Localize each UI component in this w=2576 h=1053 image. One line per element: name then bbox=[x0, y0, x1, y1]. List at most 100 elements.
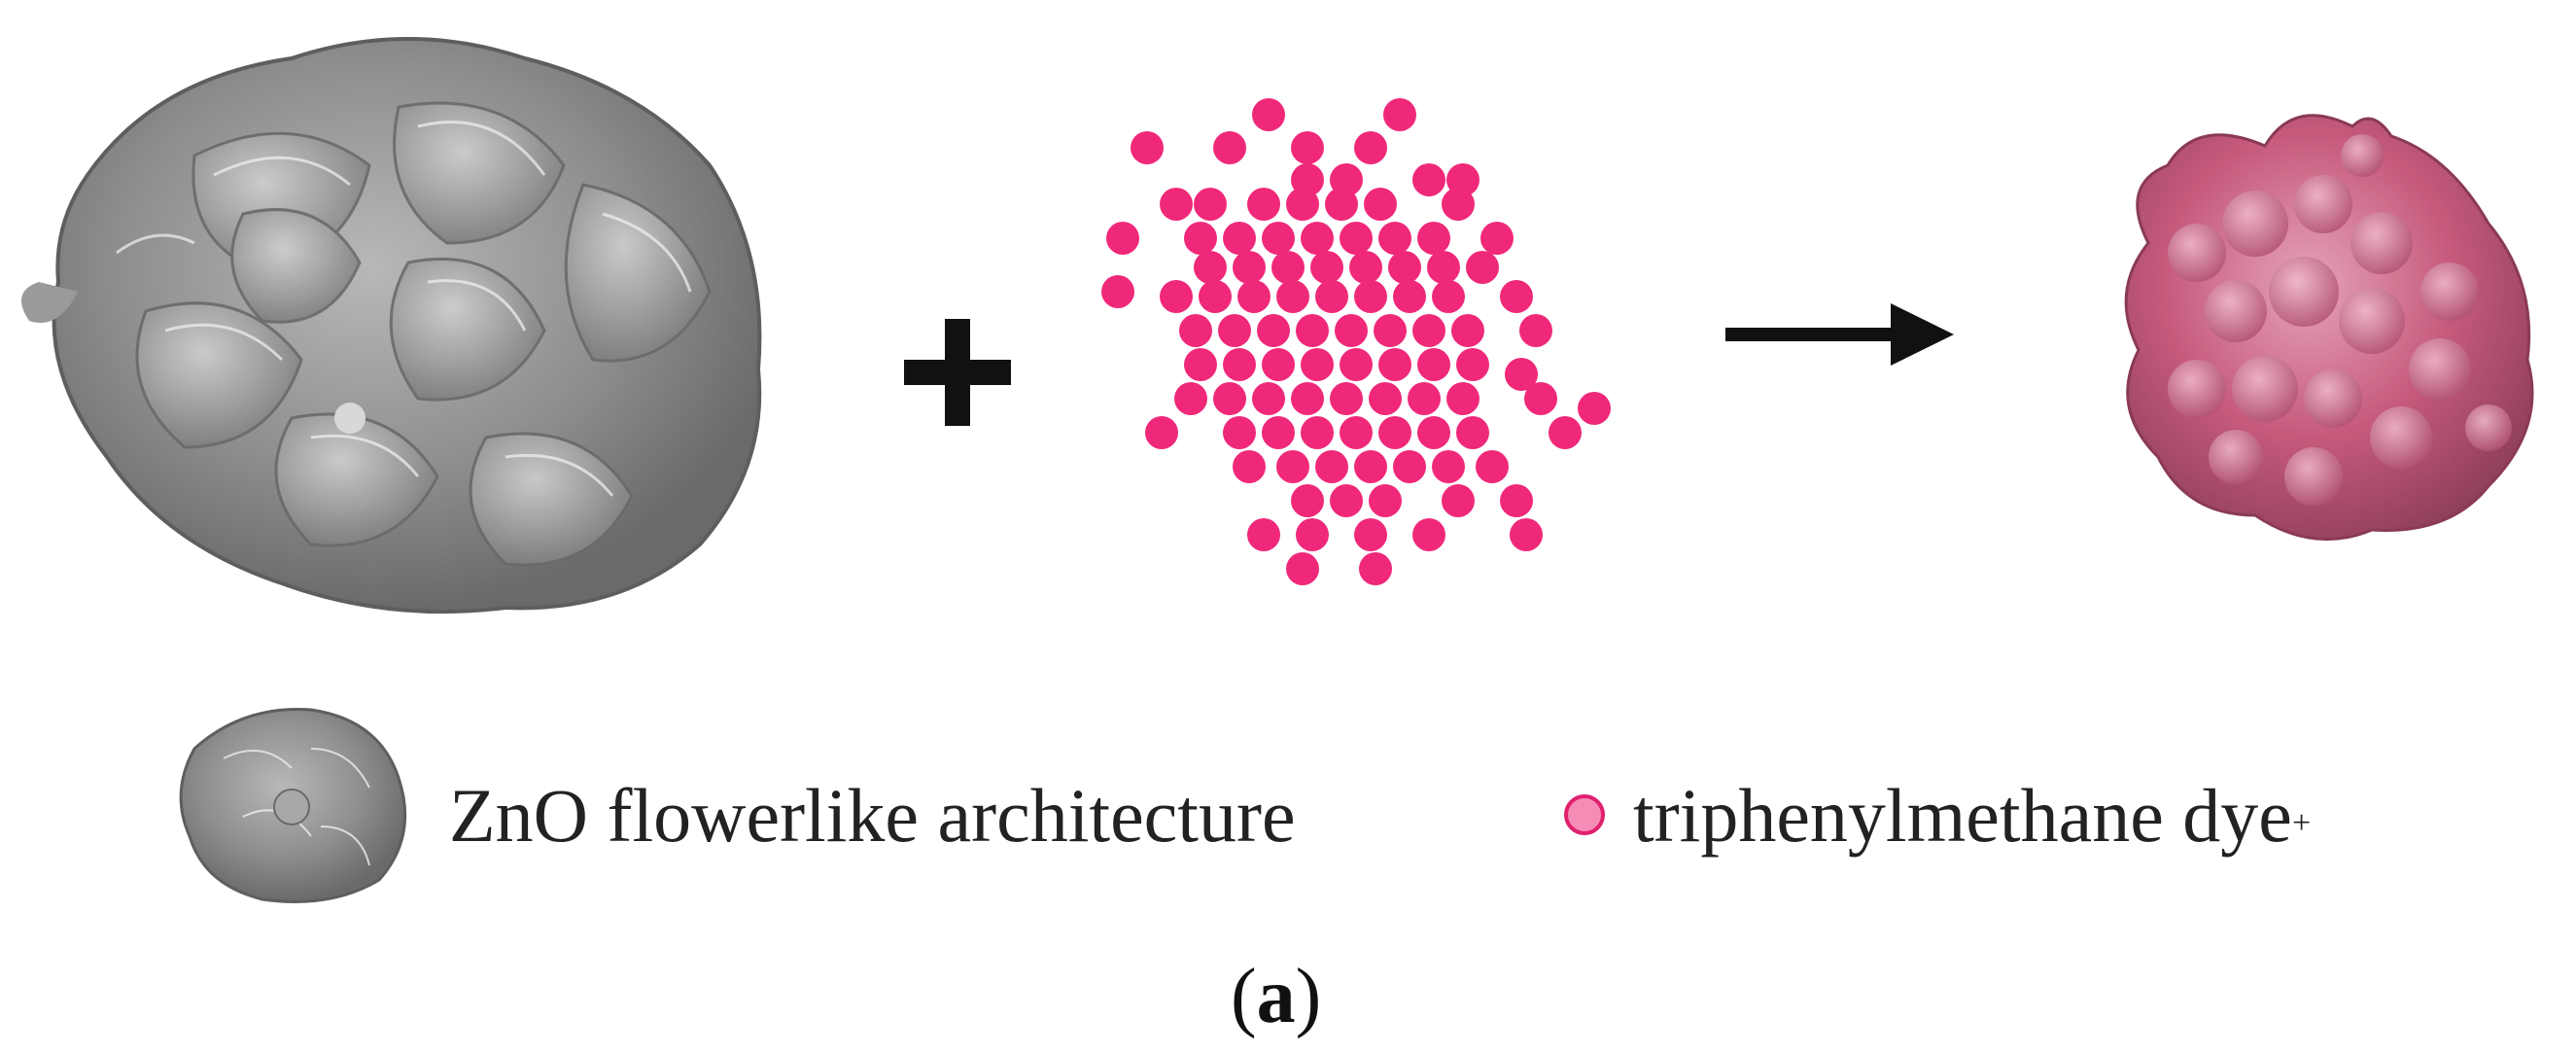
dye-molecule-dot bbox=[1301, 222, 1334, 255]
dye-molecule-dot bbox=[1505, 358, 1538, 391]
dye-molecule-dot bbox=[1335, 314, 1368, 347]
legend-dye-label-text: triphenylmethane dye bbox=[1633, 773, 2292, 858]
dye-molecule-dot bbox=[1194, 188, 1227, 221]
dye-molecule-dot bbox=[1296, 518, 1329, 551]
dye-molecule-dot bbox=[1480, 222, 1514, 255]
dye-molecule-dot bbox=[1223, 416, 1256, 449]
dye-molecule-dot bbox=[1549, 416, 1582, 449]
dye-molecule-dot bbox=[1291, 382, 1324, 415]
dye-molecule-dot bbox=[1213, 382, 1246, 415]
dye-molecule-dot bbox=[1247, 518, 1280, 551]
dye-molecule-dot bbox=[1359, 552, 1392, 585]
dye-molecule-dot bbox=[1451, 314, 1484, 347]
dye-molecule-dot bbox=[1408, 382, 1441, 415]
dye-molecule-dot bbox=[1233, 450, 1266, 483]
dye-molecule-dot bbox=[1456, 416, 1489, 449]
dye-molecule-dot bbox=[1199, 280, 1232, 313]
legend-dye-label-mark: + bbox=[2291, 805, 2312, 842]
dye-molecule-dot bbox=[1354, 450, 1387, 483]
dye-molecule-dot bbox=[1378, 416, 1411, 449]
dye-molecule-dot bbox=[1276, 450, 1309, 483]
dye-molecule-dot bbox=[1286, 552, 1319, 585]
dye-molecule-dot bbox=[1106, 222, 1139, 255]
legend-dye-label: triphenylmethane dye+ bbox=[1633, 778, 2311, 854]
dye-molecule-dot bbox=[1213, 131, 1246, 164]
dye-adsorbed-zno-image bbox=[2124, 114, 2534, 542]
dye-molecule-dot bbox=[1354, 518, 1387, 551]
dye-molecule-dot bbox=[1388, 251, 1421, 284]
dye-molecule-dot bbox=[1247, 188, 1280, 221]
dye-molecule-dot bbox=[1412, 314, 1445, 347]
dye-molecule-dot bbox=[1237, 280, 1271, 313]
dye-molecule-dot bbox=[1276, 280, 1309, 313]
dye-molecule-dot bbox=[1271, 251, 1305, 284]
dye-molecule-dot bbox=[1374, 314, 1407, 347]
dye-molecule-dot bbox=[1330, 484, 1363, 517]
dye-molecule-dot bbox=[1378, 222, 1411, 255]
dye-molecule-dot bbox=[1218, 314, 1251, 347]
dye-molecule-dot bbox=[1432, 450, 1465, 483]
dye-molecule-dot bbox=[1369, 382, 1402, 415]
dye-molecule-dot bbox=[1340, 222, 1373, 255]
dye-molecule-dot bbox=[1223, 348, 1256, 381]
legend-zno-label: ZnO flowerlike architecture bbox=[449, 773, 1296, 858]
dye-molecule-dot bbox=[1442, 484, 1475, 517]
dye-molecule-dot bbox=[1291, 484, 1324, 517]
panel-label-letter: a bbox=[1256, 954, 1296, 1039]
dye-molecule-dot bbox=[1393, 280, 1426, 313]
dye-molecule-dot bbox=[1446, 382, 1479, 415]
dye-molecule-dot bbox=[1393, 450, 1426, 483]
dye-molecule-dot bbox=[1500, 280, 1533, 313]
dye-molecule-dot bbox=[1476, 450, 1509, 483]
panel-label-open: ( bbox=[1231, 954, 1257, 1039]
dye-molecule-dot bbox=[1417, 222, 1450, 255]
dye-molecule-dot bbox=[1223, 222, 1256, 255]
dye-molecule-dot bbox=[1456, 348, 1489, 381]
dye-molecule-cluster bbox=[1101, 98, 1611, 585]
dye-molecule-dot bbox=[1578, 392, 1611, 425]
legend-zno-flower-icon bbox=[179, 708, 407, 903]
dye-molecule-dot bbox=[1301, 416, 1334, 449]
dye-molecule-dot bbox=[1340, 348, 1373, 381]
dye-molecule-dot bbox=[1417, 348, 1450, 381]
dye-molecule-dot bbox=[1354, 131, 1387, 164]
dye-molecule-dot bbox=[1412, 518, 1445, 551]
dye-molecule-dot bbox=[1286, 188, 1319, 221]
dye-molecule-dot bbox=[1354, 280, 1387, 313]
dye-molecule-dot bbox=[1179, 314, 1212, 347]
dye-molecule-dot bbox=[1160, 188, 1193, 221]
dye-molecule-dot bbox=[1442, 188, 1475, 221]
dye-molecule-dot bbox=[1291, 131, 1324, 164]
dye-molecule-dot bbox=[1262, 222, 1295, 255]
dye-molecule-dot bbox=[1330, 382, 1363, 415]
dye-molecule-dot bbox=[1296, 314, 1329, 347]
dye-molecule-dot bbox=[1349, 251, 1382, 284]
dye-molecule-dot bbox=[1524, 382, 1557, 415]
dye-molecule-dot bbox=[1510, 518, 1543, 551]
reaction-arrow-icon bbox=[1725, 303, 1954, 366]
dye-molecule-dot bbox=[1417, 416, 1450, 449]
dye-molecule-dot bbox=[1184, 222, 1217, 255]
dye-molecule-dot bbox=[1364, 188, 1397, 221]
dye-molecule-dot bbox=[1310, 251, 1343, 284]
dye-molecule-dot bbox=[1252, 98, 1285, 131]
dye-molecule-dot bbox=[1160, 280, 1193, 313]
zno-flower-image bbox=[21, 37, 762, 614]
dye-molecule-dot bbox=[1466, 251, 1499, 284]
dye-molecule-dot bbox=[1315, 450, 1348, 483]
dye-molecule-dot bbox=[1432, 280, 1465, 313]
dye-molecule-dot bbox=[1325, 188, 1358, 221]
dye-molecule-dot bbox=[1184, 348, 1217, 381]
dye-molecule-dot bbox=[1262, 348, 1295, 381]
dye-molecule-dot bbox=[1145, 416, 1178, 449]
dye-molecule-dot bbox=[1315, 280, 1348, 313]
dye-molecule-dot bbox=[1519, 314, 1552, 347]
dye-molecule-dot bbox=[1194, 251, 1227, 284]
dye-molecule-dot bbox=[1174, 382, 1207, 415]
dye-molecule-dot bbox=[1383, 98, 1416, 131]
dye-molecule-dot bbox=[1131, 131, 1164, 164]
dye-molecule-dot bbox=[1427, 251, 1460, 284]
dye-molecule-dot bbox=[1369, 484, 1402, 517]
dye-molecule-dot bbox=[1101, 275, 1134, 308]
